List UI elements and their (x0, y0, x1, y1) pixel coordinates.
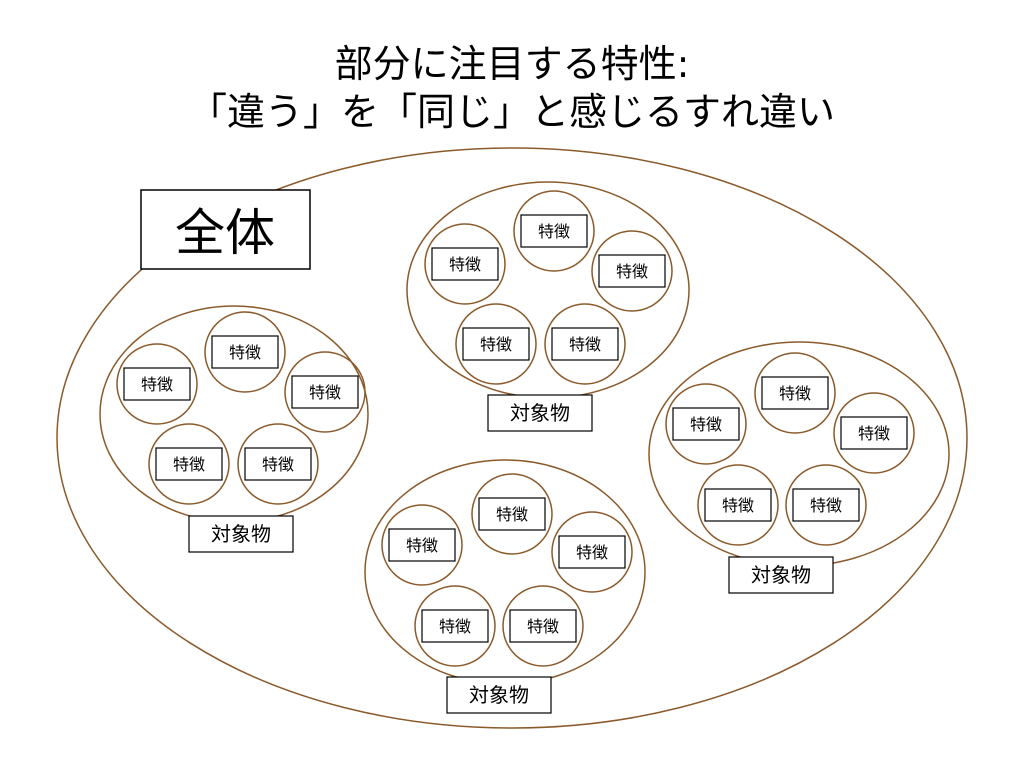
object-left-feature-circle-4 (148, 423, 230, 505)
object-top-center-feature-2-box (431, 247, 499, 281)
object-bottom-feature-4-box (421, 609, 489, 643)
object-top-center-feature-1: 特徴 (538, 222, 570, 241)
whole-label: 全体 (175, 204, 275, 262)
object-left-feature-circle-3 (284, 351, 366, 433)
object-left-feature-4-box (155, 447, 223, 481)
object-bottom-feature-4: 特徴 (439, 617, 471, 636)
object-top-center-feature-5-box (551, 327, 619, 361)
title-line-2: 「違う」を「同じ」と感じるすれ違い (188, 90, 835, 134)
object-right-feature-5: 特徴 (810, 496, 842, 515)
object-right-feature-4-box (704, 488, 772, 522)
object-left-feature-3-box (291, 375, 359, 409)
object-top-center-label: 対象物 (510, 401, 570, 425)
object-top-center-feature-circle-4 (455, 303, 537, 385)
object-bottom-feature-2-box (388, 528, 456, 562)
object-right-feature-2-box (672, 407, 740, 441)
object-top-center-label-box (487, 394, 593, 432)
object-right-feature-1: 特徴 (779, 384, 811, 403)
object-top-center-feature-2: 特徴 (449, 255, 481, 274)
object-left-feature-5: 特徴 (262, 455, 294, 474)
object-bottom-label: 対象物 (469, 683, 529, 707)
object-right-feature-4: 特徴 (722, 496, 754, 515)
object-left-feature-1: 特徴 (229, 343, 261, 362)
object-bottom-feature-circle-2 (381, 504, 463, 586)
object-right-feature-circle-3 (833, 392, 915, 474)
object-top-center-feature-5: 特徴 (569, 335, 601, 354)
object-right-label-box (728, 556, 834, 594)
object-left-label-box (188, 515, 294, 553)
object-bottom-feature-3: 特徴 (576, 543, 608, 562)
object-bottom-feature-5-box (509, 609, 577, 643)
whole-label-box (140, 189, 311, 270)
object-bottom-feature-1: 特徴 (496, 505, 528, 524)
object-left-feature-1-box (211, 335, 279, 369)
object-top-center-feature-1-box (520, 214, 588, 248)
object-top-center-feature-circle-2 (424, 223, 506, 305)
object-top-center-feature-3-box (598, 254, 666, 288)
object-top-center-feature-4-box (462, 327, 530, 361)
object-bottom-ellipse (364, 459, 646, 685)
object-top-center-feature-circle-3 (591, 230, 673, 312)
object-bottom-feature-circle-1 (471, 473, 553, 555)
object-right-feature-circle-1 (754, 352, 836, 434)
object-bottom-feature-circle-3 (551, 511, 633, 593)
object-left-feature-circle-5 (237, 423, 319, 505)
object-bottom-feature-5: 特徴 (527, 617, 559, 636)
object-right-ellipse (648, 341, 950, 567)
object-bottom-feature-1-box (478, 497, 546, 531)
object-right-feature-3: 特徴 (858, 424, 890, 443)
object-right-label: 対象物 (751, 563, 811, 587)
object-bottom-feature-circle-4 (414, 585, 496, 667)
object-right-feature-2: 特徴 (690, 415, 722, 434)
object-bottom-feature-3-box (558, 535, 626, 569)
object-right-feature-1-box (761, 376, 829, 410)
object-right-feature-circle-4 (697, 464, 779, 546)
object-left-feature-2: 特徴 (141, 375, 173, 394)
object-bottom-feature-2: 特徴 (406, 536, 438, 555)
object-left-label: 対象物 (211, 522, 271, 546)
object-left-feature-3: 特徴 (309, 383, 341, 402)
object-right-feature-circle-5 (785, 464, 867, 546)
object-left-feature-5-box (244, 447, 312, 481)
object-top-center-feature-3: 特徴 (616, 262, 648, 281)
object-left-feature-circle-1 (204, 311, 286, 393)
whole-ellipse (56, 147, 968, 729)
title-line-1: 部分に注目する特性: (334, 42, 690, 86)
object-right-feature-5-box (792, 488, 860, 522)
object-top-center-feature-4: 特徴 (480, 335, 512, 354)
object-top-center-feature-circle-1 (513, 190, 595, 272)
object-left-feature-4: 特徴 (173, 455, 205, 474)
object-left-feature-circle-2 (116, 343, 198, 425)
object-top-center-ellipse (406, 181, 690, 399)
object-left-feature-2-box (123, 367, 191, 401)
object-bottom-feature-circle-5 (502, 585, 584, 667)
object-bottom-label-box (446, 676, 552, 714)
object-right-feature-3-box (840, 416, 908, 450)
object-right-feature-circle-2 (665, 383, 747, 465)
object-top-center-feature-circle-5 (544, 303, 626, 385)
